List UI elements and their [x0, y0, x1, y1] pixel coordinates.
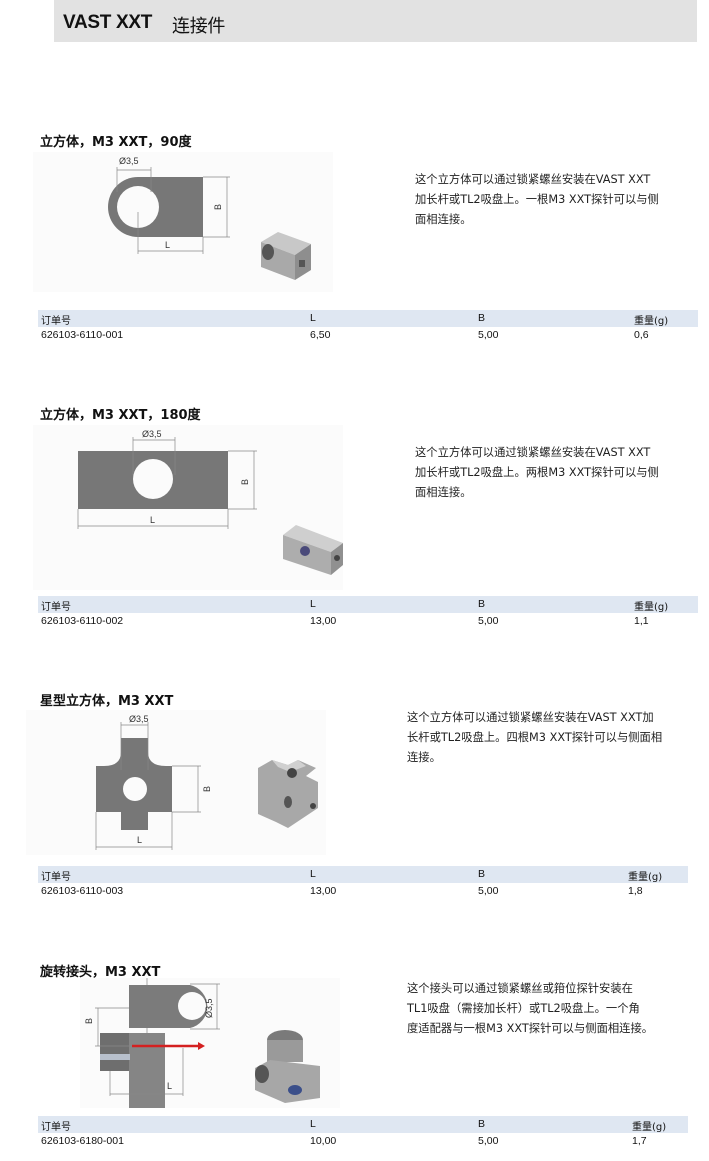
dimension-drawing: Ø3,5 B L [33, 152, 333, 292]
page-title-cn: 连接件 [172, 16, 226, 37]
length-label: L [137, 835, 142, 845]
product-description: 这个立方体可以通过锁紧螺丝安装在VAST XXT加 长杆或TL2吸盘上。四根M3… [407, 711, 663, 764]
product-description: 这个立方体可以通过锁紧螺丝安装在VAST XXT 加长杆或TL2吸盘上。两根M3… [415, 446, 659, 499]
width-label: B [240, 479, 250, 485]
product-description: 这个接头可以通过锁紧螺丝或箝位探针安装在 TL1吸盘（需接加长杆）或TL2吸盘上… [407, 982, 654, 1035]
length-label: L [150, 515, 155, 525]
table-header: 订单号 L B 重量(g) [38, 596, 698, 613]
table-row: 626103-6180-001 10,00 5,00 1,7 [41, 1135, 647, 1147]
order-number: 626103-6180-001 [41, 1135, 124, 1147]
dimension-drawing: Ø3,5 B L [26, 710, 326, 855]
order-number: 626103-6110-002 [41, 615, 124, 627]
part-photo [261, 232, 311, 280]
dimension-drawing: Ø3,5 B L [33, 425, 343, 590]
table-row: 626103-6110-001 6,50 5,00 0,6 [41, 329, 649, 341]
hole-diameter-label: Ø3,5 [129, 714, 149, 724]
order-table: 订单号 L B 重量(g) 626103-6110-003 13,00 5,00… [38, 866, 688, 900]
table-header: 订单号 L B 重量(g) [38, 1116, 688, 1133]
product-title: 立方体，M3 XXT，90度 [40, 135, 192, 150]
part-photo [258, 760, 318, 828]
length-label: L [167, 1081, 172, 1091]
order-number: 626103-6110-003 [41, 885, 124, 897]
width-label: B [84, 1018, 94, 1024]
order-table: 订单号 L B 重量(g) 626103-6110-001 6,50 5,00 … [38, 310, 698, 344]
product-description: 这个立方体可以通过锁紧螺丝安装在VAST XXT 加长杆或TL2吸盘上。一根M3… [415, 173, 659, 226]
hole-diameter-label: Ø3,5 [119, 156, 139, 166]
product-title: 星型立方体，M3 XXT [40, 694, 174, 709]
page-title-en: VAST XXT [63, 12, 153, 33]
part-photo [283, 525, 343, 575]
order-number: 626103-6110-001 [41, 329, 124, 341]
page-title-bar: VAST XXT 连接件 [54, 0, 697, 42]
table-header: 订单号 L B 重量(g) [38, 866, 688, 883]
dimension-drawing: Ø3,5 B L [80, 978, 340, 1113]
table-row: 626103-6110-003 13,00 5,00 1,8 [41, 885, 643, 897]
length-label: L [165, 240, 170, 250]
product-title: 旋转接头，M3 XXT [40, 965, 161, 980]
order-table: 订单号 L B 重量(g) 626103-6110-002 13,00 5,00… [38, 596, 698, 630]
table-header: 订单号 L B 重量(g) [38, 310, 698, 327]
width-label: B [202, 786, 212, 792]
order-table: 订单号 L B 重量(g) 626103-6180-001 10,00 5,00… [38, 1116, 688, 1150]
width-label: B [213, 204, 223, 210]
hole-diameter-label: Ø3,5 [204, 998, 214, 1018]
table-row: 626103-6110-002 13,00 5,00 1,1 [41, 615, 649, 627]
part-photo [255, 1030, 320, 1103]
product-title: 立方体，M3 XXT，180度 [40, 408, 201, 423]
hole-diameter-label: Ø3,5 [142, 429, 162, 439]
